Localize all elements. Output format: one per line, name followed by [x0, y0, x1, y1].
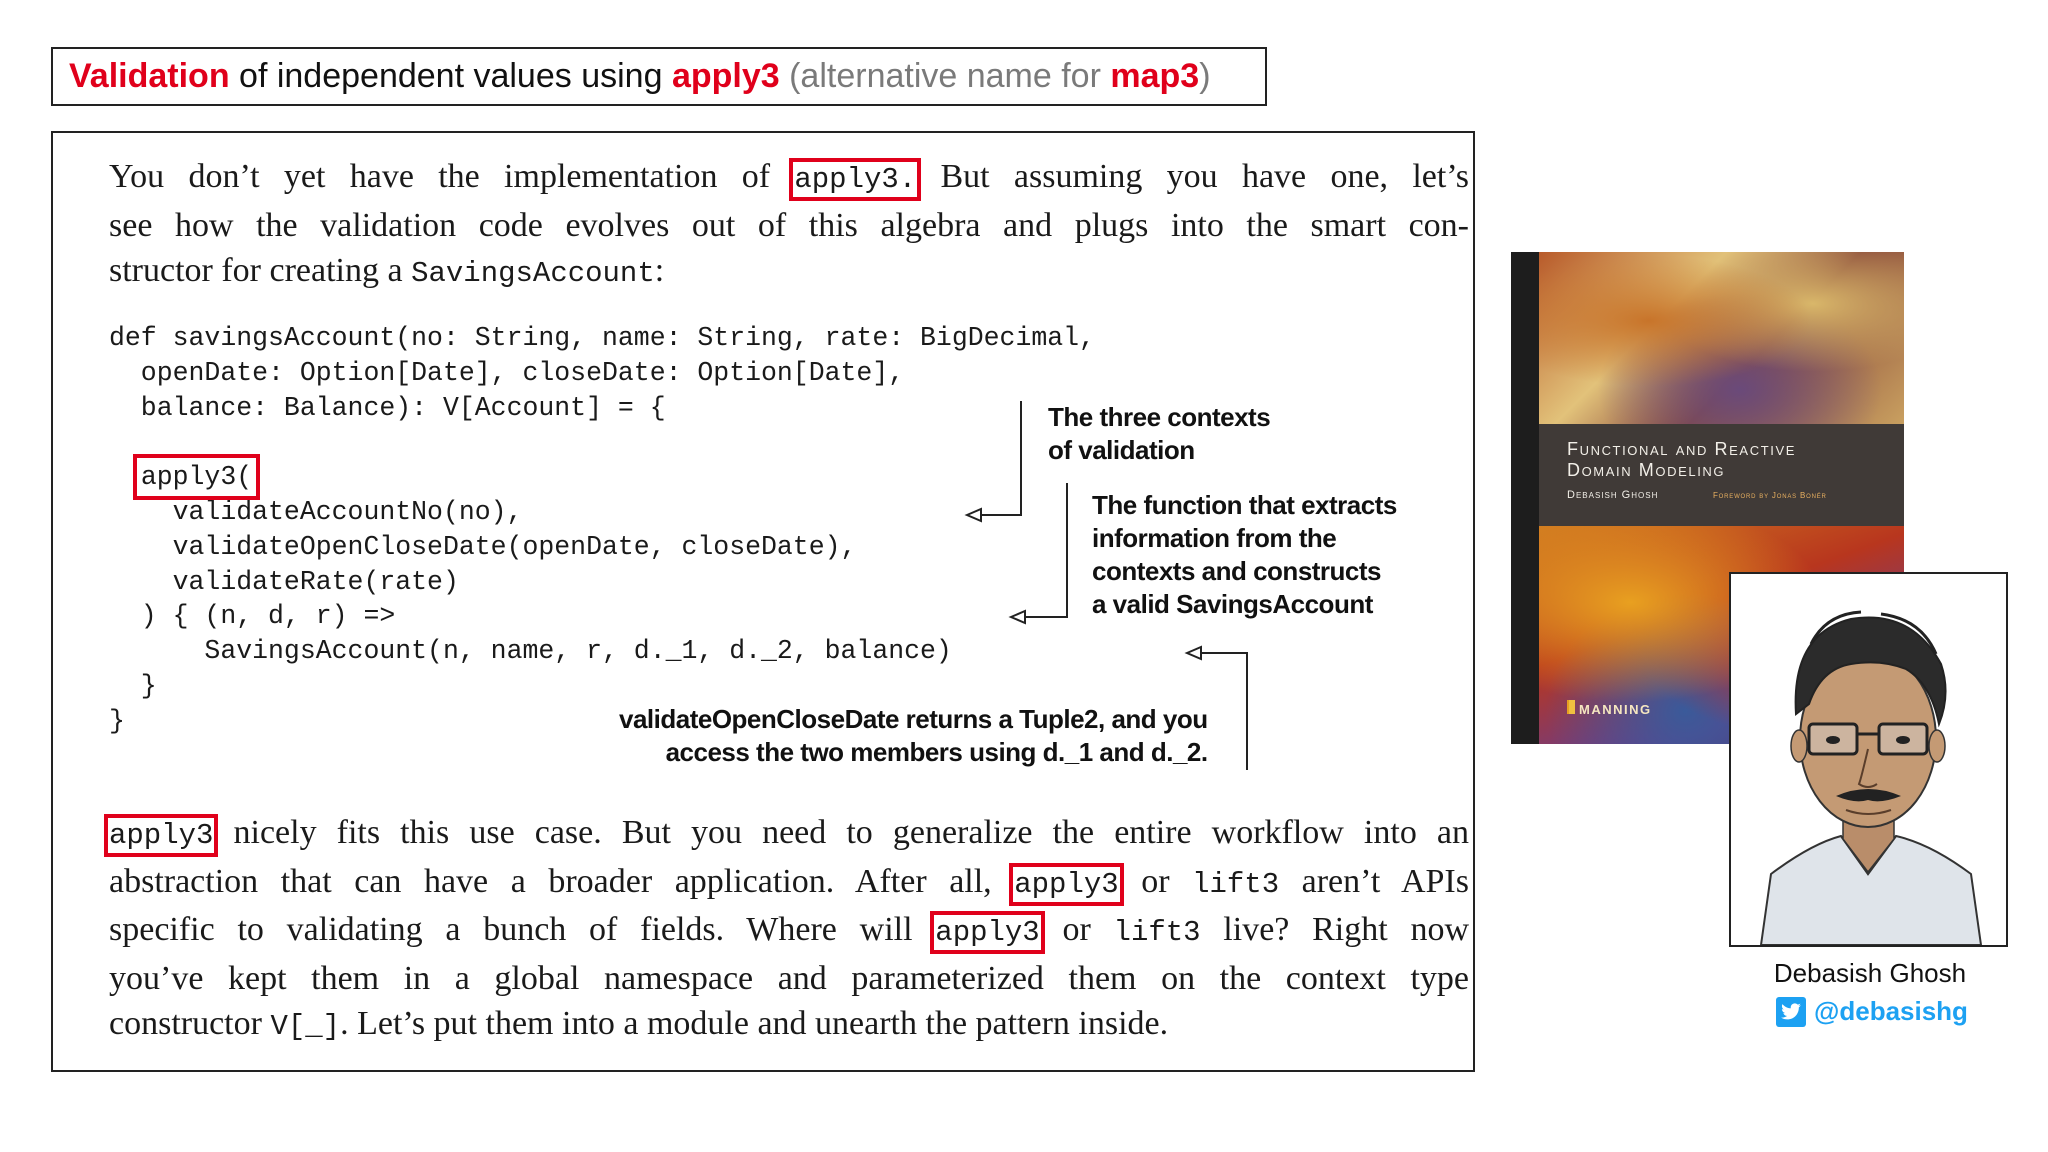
outro-line: abstraction that can have a broader appl…	[109, 859, 1469, 908]
tuple-arrowhead	[1184, 645, 1202, 661]
book-publisher: MANNING	[1579, 702, 1652, 717]
outro-line: specific to validating a bunch of fields…	[109, 907, 1469, 956]
slide-title: Validation of independent values using a…	[51, 47, 1267, 106]
author-name: Debasish Ghosh	[1773, 958, 1967, 988]
annotation-tuple: validateOpenCloseDate returns a Tuple2, …	[619, 703, 1208, 769]
annotation-text: contexts and constructs	[1092, 556, 1382, 586]
twitter-bird-icon	[1781, 1002, 1801, 1019]
intro-text: But assuming you have one, let’s	[916, 158, 1470, 195]
code-inline: lift3	[1113, 916, 1201, 949]
annotation-text: The three contexts	[1048, 402, 1271, 432]
outro-text: specific to validating a bunch of fields…	[109, 911, 936, 948]
outro-text: or	[1118, 862, 1193, 900]
function-arrow	[1025, 483, 1068, 618]
code-line: def savingsAccount(no: String, name: Str…	[109, 323, 1095, 353]
book-excerpt: You don’t yet have the implementation of…	[51, 131, 1475, 1072]
outro-text: . Let’s put them into a module and unear…	[340, 1005, 1169, 1042]
title-alt: (alternative name for	[779, 57, 1111, 95]
code-inline: SavingsAccount	[411, 257, 655, 290]
manning-logo-icon	[1569, 700, 1575, 714]
outro-text: or	[1039, 911, 1114, 948]
outro-text: constructor	[109, 1005, 271, 1042]
author-twitter[interactable]: @debasishg	[1776, 996, 1968, 1027]
book-foreword: Foreword by Jonas Bonér	[1713, 491, 1827, 500]
apply3-highlight: apply3(	[132, 454, 261, 501]
callout-arrows	[964, 401, 1248, 770]
code-listing: def savingsAccount(no: String, name: Str…	[109, 321, 1095, 739]
twitter-handle[interactable]: @debasishg	[1814, 996, 1968, 1026]
code-line: }	[109, 670, 157, 701]
twitter-icon	[1776, 996, 1806, 1027]
contexts-arrowhead	[964, 507, 982, 523]
annotation-contexts: The three contexts of validation	[1048, 401, 1271, 467]
outro-line: constructor V[_]. Let’s put them into a …	[109, 1001, 1469, 1050]
title-close-paren: )	[1199, 57, 1211, 95]
annotation-text: The function that extracts	[1092, 490, 1397, 520]
code-line: validateAccountNo(no),	[109, 496, 523, 527]
outro-text: aren’t APIs	[1279, 862, 1469, 900]
title-map3: map3	[1110, 57, 1200, 95]
code-line: ) { (n, d, r) =>	[109, 601, 396, 632]
intro-text: You don’t yet have the implementation of	[109, 158, 795, 195]
apply3-highlight: apply3	[1009, 862, 1124, 906]
outro-text: abstraction that can have a broader appl…	[109, 862, 1015, 900]
annotation-function: The function that extracts information f…	[1092, 489, 1397, 621]
intro-paragraph: You don’t yet have the implementation of…	[109, 154, 1469, 297]
function-arrowhead	[1008, 609, 1026, 625]
annotation-text: information from the	[1092, 523, 1337, 553]
intro-line: structor for creating a SavingsAccount:	[109, 248, 1469, 297]
code-inline: V[_]	[270, 1010, 341, 1043]
title-validation: Validation	[69, 57, 230, 95]
apply3-highlight: apply3	[103, 814, 219, 857]
intro-text: :	[654, 252, 665, 289]
author-portrait	[1729, 572, 2008, 947]
code-line: }	[109, 705, 125, 736]
code-line: SavingsAccount(n, name, r, d._1, d._2, b…	[109, 636, 952, 667]
outro-paragraph: apply3 nicely fits this use case. But yo…	[103, 810, 1469, 1050]
annotation-text: of validation	[1048, 435, 1195, 465]
title-apply3: apply3	[671, 57, 780, 95]
intro-line: see how the validation code evolves out …	[109, 206, 1469, 244]
code-line: validateRate(rate)	[109, 566, 459, 597]
book-cover: Functional and Reactive Domain Modeling …	[1511, 252, 1904, 744]
title-text: of independent values using	[229, 57, 672, 95]
book-author: Debasish Ghosh	[1567, 489, 1659, 501]
apply3-highlight: apply3.	[789, 158, 922, 201]
cover-title-band	[1539, 424, 1904, 526]
apply3-highlight: apply3	[930, 911, 1045, 954]
book-title-line1: Functional and Reactive	[1567, 439, 1796, 459]
contexts-arrow	[981, 401, 1022, 516]
cover-art-top	[1539, 252, 1904, 424]
code-line: balance: Balance): V[Account] = {	[109, 392, 666, 423]
book-title-line2: Domain Modeling	[1567, 460, 1726, 480]
annotation-text: a valid SavingsAccount	[1092, 589, 1373, 619]
tuple-arrow	[1201, 652, 1248, 770]
outro-text: live? Right now	[1200, 911, 1470, 948]
outro-line: you’ve kept them in a global namespace a…	[109, 959, 1469, 997]
annotation-text: access the two members using d._1 and d.…	[665, 737, 1209, 767]
code-inline: lift3	[1192, 867, 1280, 901]
author-sketch-icon	[1759, 610, 1983, 945]
intro-line: You don’t yet have the implementation of…	[109, 154, 1469, 203]
intro-text: structor for creating a	[109, 252, 412, 289]
annotation-text: validateOpenCloseDate returns a Tuple2, …	[619, 704, 1208, 734]
outro-text: nicely fits this use case. But you need …	[213, 814, 1469, 851]
code-line: validateOpenCloseDate(openDate, closeDat…	[109, 531, 857, 562]
code-line: openDate: Option[Date], closeDate: Optio…	[109, 357, 905, 388]
outro-line: apply3 nicely fits this use case. But yo…	[103, 810, 1469, 859]
